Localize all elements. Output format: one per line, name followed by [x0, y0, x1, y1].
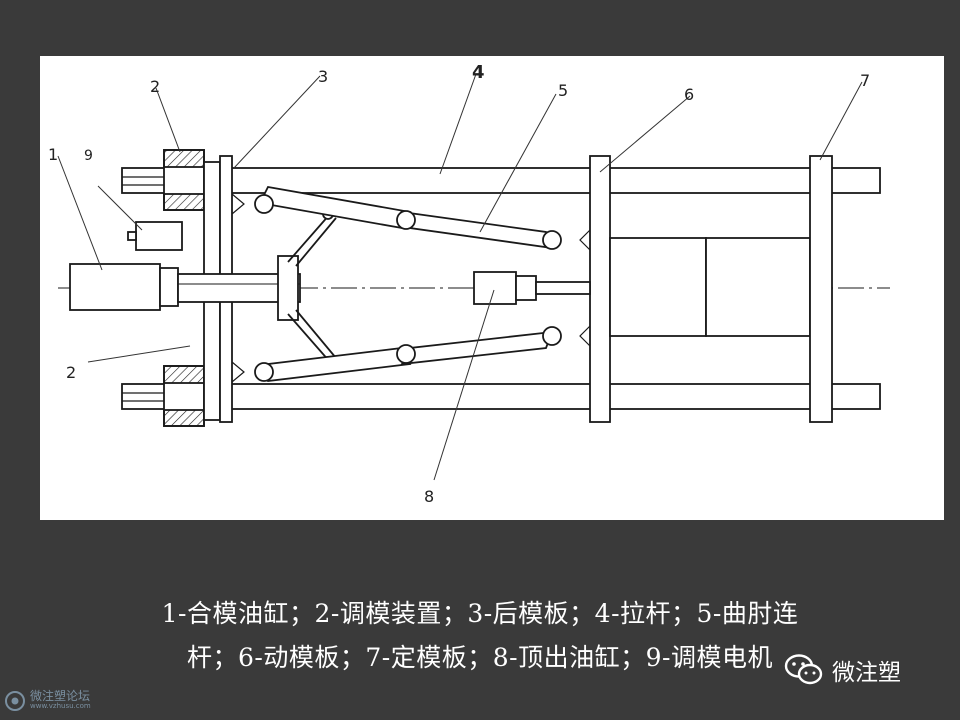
callout-label: 4	[472, 62, 485, 83]
forum-logo-icon	[5, 691, 25, 711]
callout-label: 3	[318, 67, 328, 86]
crosshead-link-upper	[287, 213, 331, 263]
mould-moving-half	[609, 237, 707, 337]
wechat-icon	[784, 654, 823, 685]
fixed-platen	[809, 155, 833, 423]
callout-label: 2	[150, 77, 160, 96]
mould-fixed-half	[705, 237, 811, 337]
moving-platen	[589, 155, 611, 423]
callout-label: 6	[684, 85, 694, 104]
tie-bar-top	[121, 167, 881, 194]
caption-line-1: 1-合模油缸；2-调模装置；3-后模板；4-拉杆；5-曲肘连	[161, 599, 799, 628]
callout-label: 2	[66, 363, 76, 382]
toggle-link-lower-rear	[400, 330, 554, 366]
callout-label: 1	[48, 145, 58, 164]
clamp-cylinder	[69, 263, 161, 311]
toggle-link-upper-rear	[400, 210, 554, 250]
wechat-account-name: 微注塑	[832, 660, 901, 686]
tie-bar-bottom	[121, 383, 881, 410]
callout-label: 5	[558, 81, 568, 100]
toggle-link-lower-front	[258, 347, 412, 382]
adjust-motor	[135, 221, 183, 251]
wechat-watermark: 微注塑	[784, 648, 901, 692]
ejector-rod	[535, 281, 591, 295]
crosshead-link-lower	[287, 313, 331, 363]
forum-name: 微注塑论坛	[30, 689, 91, 703]
callout-label: 8	[424, 487, 434, 506]
callout-label: 7	[860, 71, 870, 90]
callout-label: 9	[84, 148, 93, 164]
clamping-unit-diagram: 1 2 3 4 5 6 7 8 9 2	[48, 62, 890, 506]
ejector-cylinder	[473, 271, 517, 305]
forum-url: www.vzhusu.com	[30, 702, 91, 710]
forum-watermark: 微注塑论坛 www.vzhusu.com	[4, 689, 91, 711]
diagram-panel: 1 2 3 4 5 6 7 8 9 2	[40, 56, 944, 520]
caption-line-2: 杆；6-动模板；7-定模板；8-顶出油缸；9-调模电机	[187, 643, 773, 672]
